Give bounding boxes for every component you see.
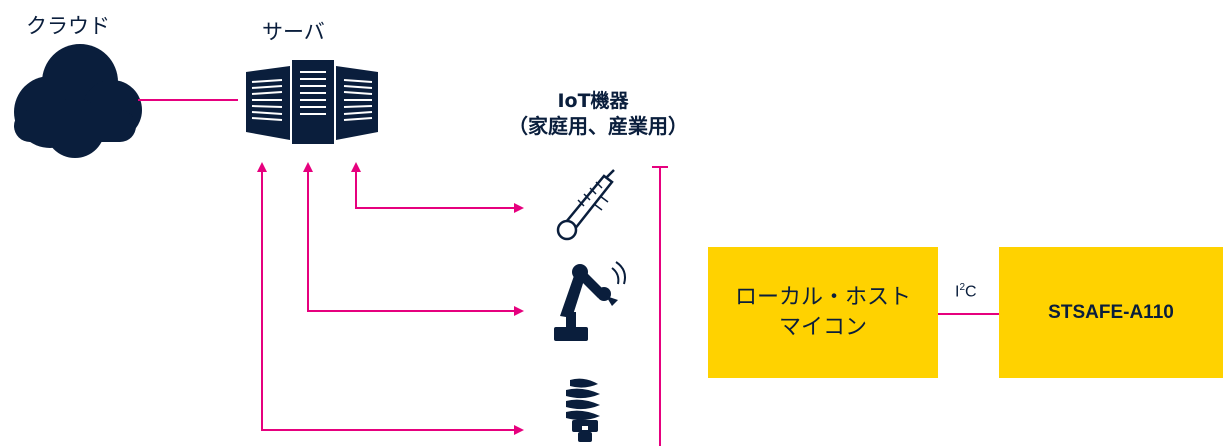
cloud-label: クラウド [26,14,110,38]
thermometer-icon [556,169,615,241]
stsafe-box: STSAFE-A110 [999,247,1223,378]
stsafe-label: STSAFE-A110 [1048,301,1174,323]
host-box-line2: マイコン [778,314,867,340]
robot-arm-icon [554,261,626,341]
local-host-mcu-box: ローカル・ホスト マイコン [708,247,938,378]
cloud-icon [14,44,142,158]
i2c-label: I2C [955,282,977,301]
iot-devices-title: IoT機器 [557,90,629,112]
host-box-line1: ローカル・ホスト [734,284,911,310]
iot-devices-subtitle: （家庭用、産業用） [508,114,688,138]
robot-link [303,162,519,312]
thermometer-link [351,162,519,209]
server-label: サーバ [262,20,325,44]
bulb-link [257,162,519,431]
server-icon [246,60,378,144]
light-bulb-icon [566,378,600,442]
